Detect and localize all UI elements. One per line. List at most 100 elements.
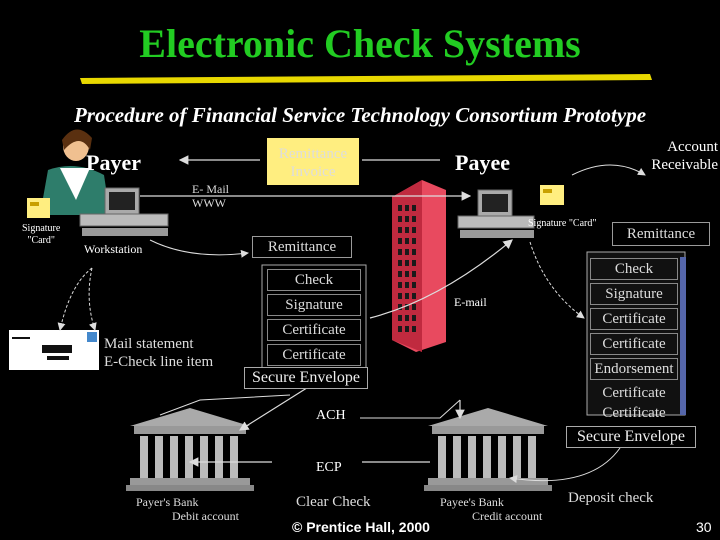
bank-column [468, 436, 476, 478]
building-window [405, 293, 409, 299]
signature-card-left-label: Signature "Card" [22, 223, 60, 247]
building-window [405, 227, 409, 233]
ecp-label: ECP [316, 460, 342, 475]
building-window [405, 326, 409, 332]
center-stack-item: Signature [267, 294, 361, 316]
center-stack-item: Check [267, 269, 361, 291]
bank-lintel [134, 426, 246, 434]
workstation-label: Workstation [84, 242, 143, 256]
building-window [398, 260, 402, 266]
remittance-center-box: Remittance [252, 236, 352, 258]
bank-lintel [432, 426, 544, 434]
deposit-check-label: Deposit check [568, 490, 654, 506]
remittance-right-box: Remittance [612, 222, 710, 246]
mail-statement-line-1: Mail statement [104, 336, 194, 352]
right-stack-item: Certificate [602, 405, 666, 421]
building-window [405, 249, 409, 255]
right-stack-item: Certificate [590, 333, 678, 355]
bank-column [155, 436, 163, 478]
building-window [398, 315, 402, 321]
building-window [412, 227, 416, 233]
bank-step [126, 485, 254, 491]
email-www-line-2: WWW [192, 196, 226, 210]
payers-bank-line-1: Payer's Bank [136, 495, 199, 509]
workstation-left-icon [79, 187, 169, 236]
building-window [412, 260, 416, 266]
center-stack-item: Certificate [267, 344, 361, 366]
signature-card-left-icon [27, 198, 50, 218]
bank-roof [428, 408, 548, 426]
bank-base [130, 478, 250, 485]
remittance-invoice-label: Remittance Invoice [268, 145, 358, 181]
payers-bank-label: Payer's Bank Debit account [136, 495, 239, 523]
remittance-invoice-line-2: Invoice [290, 164, 336, 180]
building-window [412, 249, 416, 255]
right-stack-item: Certificate [590, 308, 678, 330]
ach-label: ACH [314, 408, 348, 424]
right-stack-item: Certificate [602, 385, 666, 401]
building-window [412, 304, 416, 310]
bank-column [498, 436, 506, 478]
signature-card-left-line-1: Signature [22, 223, 61, 234]
bank-column [200, 436, 208, 478]
payer-label: Payer [86, 150, 141, 175]
bank-column [230, 436, 238, 478]
signature-card-right-label: Signature "Card" [528, 218, 597, 229]
center-check-stack: Check Signature Certificate Certificate [267, 269, 361, 366]
building-window [412, 238, 416, 244]
payer-person-icon [40, 129, 110, 215]
building-window [412, 282, 416, 288]
building-window [405, 315, 409, 321]
building-window [398, 238, 402, 244]
building-window [398, 227, 402, 233]
payee-label: Payee [455, 150, 510, 175]
bank-column [483, 436, 491, 478]
payees-bank-label: Payee's Bank Credit account [440, 495, 542, 523]
building-window [405, 205, 409, 211]
copyright-notice: © Prentice Hall, 2000 [292, 519, 430, 535]
building-window [398, 271, 402, 277]
bank-column [215, 436, 223, 478]
bank-roof [130, 408, 250, 426]
building-window [405, 238, 409, 244]
mail-statement-line-2: E-Check line item [104, 354, 214, 370]
building-window [412, 315, 416, 321]
bank-base [428, 478, 548, 485]
signature-card-left-line-2: "Card" [27, 235, 55, 246]
workstation-right-icon [457, 189, 535, 238]
building-window [405, 260, 409, 266]
building-window [405, 282, 409, 288]
building-window [398, 205, 402, 211]
bank-column [453, 436, 461, 478]
right-stack-item: Endorsement [590, 358, 678, 380]
payees-bank-icon [424, 408, 552, 491]
secure-envelope-right-label: Secure Envelope [566, 426, 696, 448]
payees-bank-line-2: Credit account [472, 509, 543, 523]
title-underline [80, 74, 652, 84]
right-stack-item: Signature [590, 283, 678, 305]
bank-column [185, 436, 193, 478]
clear-check-label: Clear Check [296, 494, 371, 510]
building-window [412, 205, 416, 211]
mail-statement-icon [9, 330, 99, 370]
building-window [398, 282, 402, 288]
page-title: Electronic Check Systems [139, 21, 581, 66]
building-window [412, 271, 416, 277]
building-window [398, 326, 402, 332]
bank-column [140, 436, 148, 478]
account-receivable-label: Account Receivable [651, 139, 718, 173]
payers-bank-line-2: Debit account [172, 509, 239, 523]
building-window [398, 249, 402, 255]
building-window [405, 216, 409, 222]
bank-step [424, 485, 552, 491]
right-check-stack: Check Signature Certificate Certificate … [590, 258, 678, 423]
building-window [412, 326, 416, 332]
email-mid-label: E-mail [454, 295, 487, 309]
remittance-envelope-icon [267, 138, 359, 185]
building-window [405, 271, 409, 277]
building-window [412, 293, 416, 299]
remittance-invoice-line-1: Remittance [278, 146, 348, 162]
secure-envelope-center-label: Secure Envelope [244, 367, 368, 389]
bank-column [528, 436, 536, 478]
building-window [398, 216, 402, 222]
